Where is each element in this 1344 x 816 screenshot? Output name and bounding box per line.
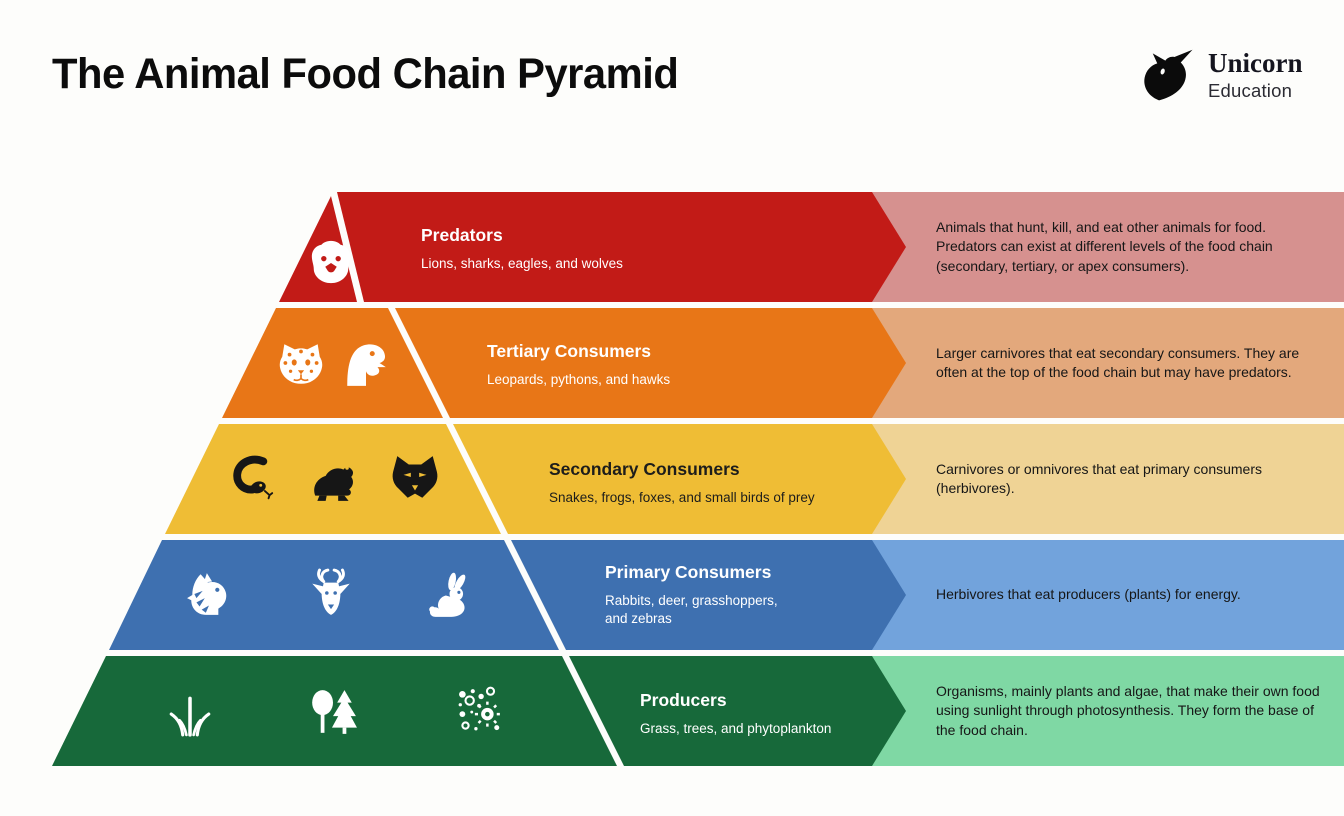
page-title: The Animal Food Chain Pyramid [52, 50, 679, 98]
level-examples: Leopards, pythons, and hawks [487, 372, 671, 387]
pyramid-band [222, 308, 906, 418]
level-description: Carnivores or omnivores that eat primary… [936, 460, 1263, 496]
phytoplankton-icon [453, 686, 503, 736]
description-box: Organisms, mainly plants and algae, that… [872, 656, 1344, 766]
level-title: Predators [421, 225, 503, 245]
level-row-primary-consumers: Herbivores that eat producers (plants) f… [0, 540, 1344, 650]
level-description: Herbivores that eat producers (plants) f… [936, 586, 1241, 603]
lion-icon [308, 239, 354, 285]
level-row-predators: Animals that hunt, kill, and eat other a… [0, 192, 1344, 302]
leopard-icon [276, 339, 326, 389]
pyramid-band [279, 192, 906, 302]
pyramid-band [109, 540, 906, 650]
description-box: Carnivores or omnivores that eat primary… [872, 424, 1344, 534]
pyramid-band [52, 656, 906, 766]
level-row-tertiary-consumers: Larger carnivores that eat secondary con… [0, 308, 1344, 418]
level-title: Secondary Consumers [549, 459, 740, 479]
level-title: Primary Consumers [605, 562, 772, 582]
trees-icon [308, 687, 358, 737]
fox-icon [390, 453, 440, 503]
level-description: Organisms, mainly plants and algae, that… [936, 683, 1320, 738]
brand-name: Unicorn [1208, 48, 1303, 79]
level-examples: Snakes, frogs, foxes, and small birds of… [549, 490, 815, 505]
grass-icon [165, 688, 215, 738]
frog-icon [309, 455, 359, 505]
level-row-secondary-consumers: Carnivores or omnivores that eat primary… [0, 424, 1344, 534]
level-row-producers: Organisms, mainly plants and algae, that… [0, 656, 1344, 766]
level-description: Animals that hunt, kill, and eat other a… [936, 219, 1273, 274]
description-box: Animals that hunt, kill, and eat other a… [872, 192, 1344, 302]
brand-tagline: Education [1208, 79, 1293, 101]
pyramid-band [165, 424, 906, 534]
brand-text: Unicorn Education [1208, 50, 1303, 102]
zebra-icon [185, 569, 235, 619]
unicorn-head-icon [1140, 48, 1198, 104]
rabbit-icon [424, 571, 474, 621]
brand-logo: Unicorn Education [1140, 48, 1303, 104]
description-box: Larger carnivores that eat secondary con… [872, 308, 1344, 418]
level-examples: Grass, trees, and phytoplankton [640, 721, 832, 736]
description-box: Herbivores that eat producers (plants) f… [872, 540, 1344, 650]
level-description: Larger carnivores that eat secondary con… [936, 344, 1300, 380]
snake-icon [230, 453, 280, 503]
level-title: Producers [640, 690, 727, 710]
hawk-icon [341, 339, 391, 389]
level-examples: Lions, sharks, eagles, and wolves [421, 256, 623, 271]
level-title: Tertiary Consumers [487, 341, 652, 361]
deer-icon [306, 568, 356, 618]
level-examples: Rabbits, deer, grasshoppers, and zebras [605, 593, 778, 627]
